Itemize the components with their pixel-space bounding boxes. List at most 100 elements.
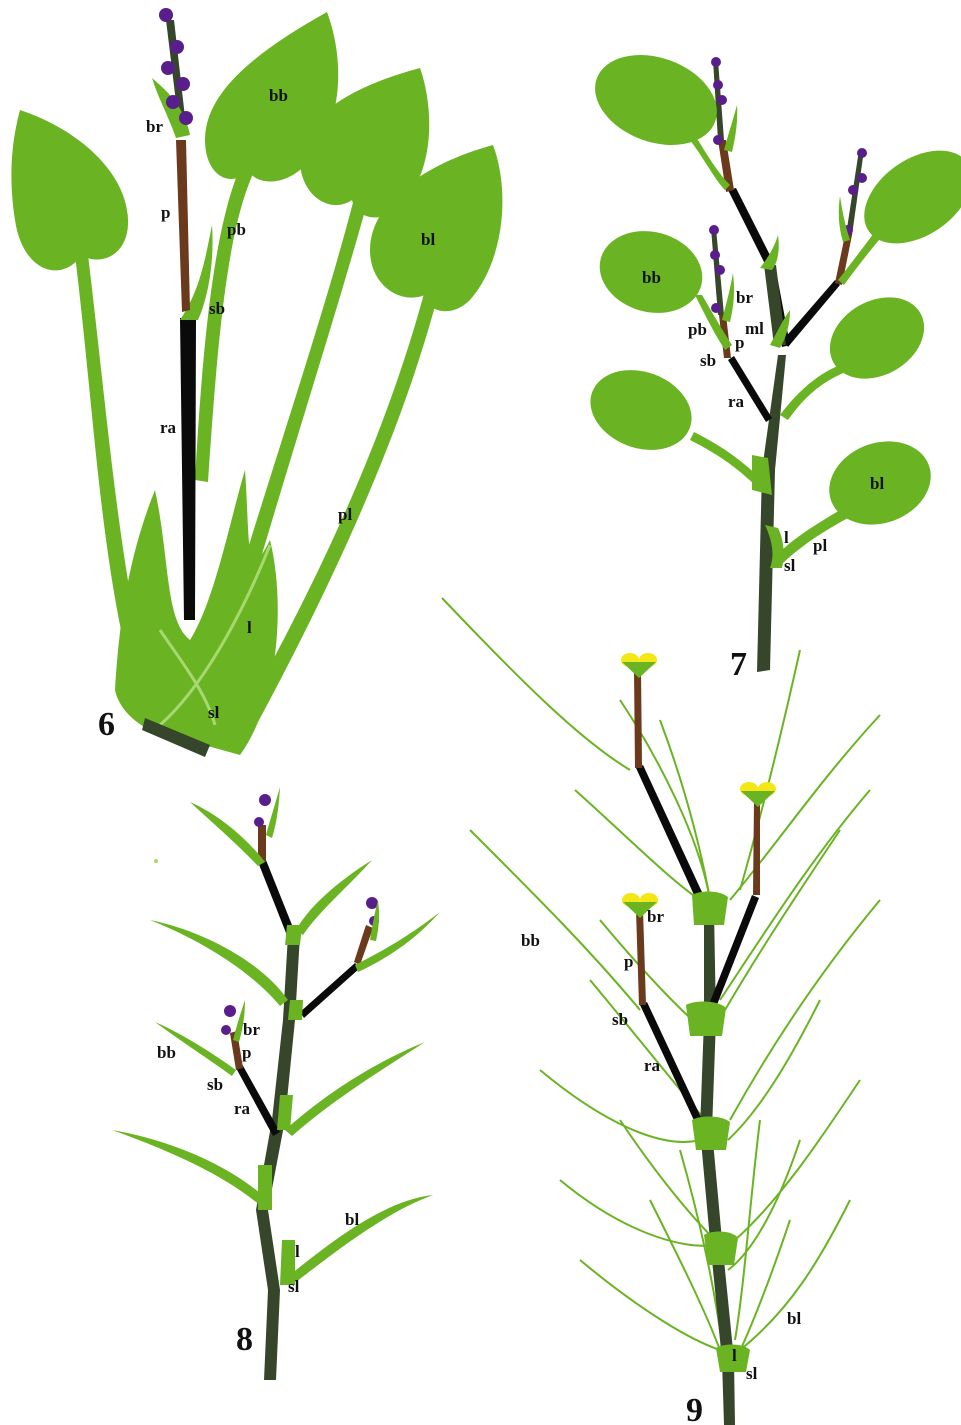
leaf-mid-left (150, 920, 288, 1006)
figure-number-7: 7 (730, 646, 747, 683)
label-sl: sl (746, 1364, 758, 1383)
blade-left (11, 110, 128, 270)
label-bb: bb (521, 931, 540, 950)
flower-bud (224, 1005, 236, 1017)
peduncle-top (634, 670, 642, 768)
label-br: br (736, 288, 753, 307)
flower-bud (221, 1025, 231, 1035)
leaf-mid-right (285, 1042, 425, 1136)
label-br: br (146, 117, 163, 136)
label-sl: sl (784, 556, 796, 575)
flower-bud (713, 80, 723, 90)
flower-bud (717, 95, 727, 105)
flower-bud (254, 817, 264, 827)
label-pl: pl (813, 536, 827, 555)
label-l: l (247, 618, 252, 637)
flower-bud (857, 148, 867, 158)
label-br: br (647, 907, 664, 926)
label-ml: ml (745, 319, 764, 338)
label-bl: bl (870, 474, 884, 493)
label-br: br (243, 1020, 260, 1039)
figure-number-9: 9 (686, 1392, 703, 1425)
blade-top-left (582, 39, 729, 161)
peduncle-left (636, 910, 646, 1005)
flower-bud (715, 265, 725, 275)
flower-bud (170, 40, 184, 54)
leaf-top (190, 802, 265, 866)
label-sl: sl (288, 1277, 300, 1296)
bract (839, 196, 850, 242)
flower-bud (159, 8, 173, 22)
figure-number-8: 8 (236, 1321, 253, 1358)
flower-bud (848, 185, 858, 195)
bract (724, 105, 737, 152)
flower-bud (711, 57, 721, 67)
sheath (288, 1000, 303, 1020)
label-ra: ra (644, 1056, 661, 1075)
peduncle (176, 140, 190, 312)
flower-bud (176, 77, 190, 91)
flower-bud (179, 111, 193, 125)
flower-bud (857, 173, 867, 183)
label-p: p (161, 203, 170, 222)
rachis (180, 318, 196, 620)
label-p: p (735, 333, 744, 352)
label-bl: bl (421, 230, 435, 249)
flower-bud (710, 250, 720, 260)
figure-6: br p pb bb sb ra bl pl l sl 6 (11, 8, 502, 757)
blade-mid-left (579, 357, 703, 464)
flower-top (621, 653, 657, 678)
label-sb: sb (700, 351, 716, 370)
flower-bud (711, 303, 721, 313)
label-p: p (624, 952, 633, 971)
label-sb: sb (612, 1010, 628, 1029)
figure-9: br bb p sb ra bl l sl 9 (442, 598, 880, 1425)
label-pl: pl (338, 505, 352, 524)
stray-dot (154, 859, 158, 863)
node-sheath (686, 1002, 726, 1036)
label-ra: ra (728, 392, 745, 411)
filamentous-leaves (442, 598, 880, 1355)
rachis-right (300, 963, 360, 1018)
label-l: l (295, 1242, 300, 1261)
flower-bud (713, 135, 723, 145)
label-bl: bl (345, 1210, 359, 1229)
flower-right (740, 782, 776, 807)
blade-mid-right (815, 281, 939, 395)
flower-bud (709, 225, 719, 235)
leaf-bl (290, 1195, 433, 1282)
rachis-right (783, 280, 840, 347)
label-l: l (732, 1346, 737, 1365)
label-ra: ra (234, 1099, 251, 1118)
leaf-top-right (296, 860, 372, 935)
label-bb: bb (269, 86, 288, 105)
node-sheath (692, 1116, 730, 1150)
bract (722, 273, 734, 322)
peduncle-right (753, 800, 760, 895)
flower-bud (259, 794, 271, 806)
sheath (258, 1165, 272, 1210)
node-sheath (704, 1232, 738, 1265)
label-bb: bb (157, 1043, 176, 1062)
label-bb: bb (642, 268, 661, 287)
label-sb: sb (207, 1075, 223, 1094)
label-pb: pb (688, 320, 707, 339)
label-bl: bl (787, 1309, 801, 1328)
basal-sheath (115, 470, 278, 755)
petiole-bb (195, 140, 268, 482)
label-p: p (242, 1043, 251, 1062)
label-sb: sb (209, 299, 225, 318)
figure-7: bb br pb ml p sb ra bl l pl sl 7 (579, 39, 961, 683)
figure-8: br bb p sb ra bl l sl 8 (112, 787, 440, 1380)
node-sheath (692, 891, 728, 925)
petiole-mid-right (780, 365, 846, 420)
figure-number-6: 6 (98, 706, 115, 743)
label-ra: ra (160, 418, 177, 437)
flower-bud (166, 95, 180, 109)
sheath (285, 925, 302, 945)
label-pb: pb (227, 220, 246, 239)
leaf-lower-left (112, 1130, 268, 1207)
flower-bud (161, 61, 175, 75)
